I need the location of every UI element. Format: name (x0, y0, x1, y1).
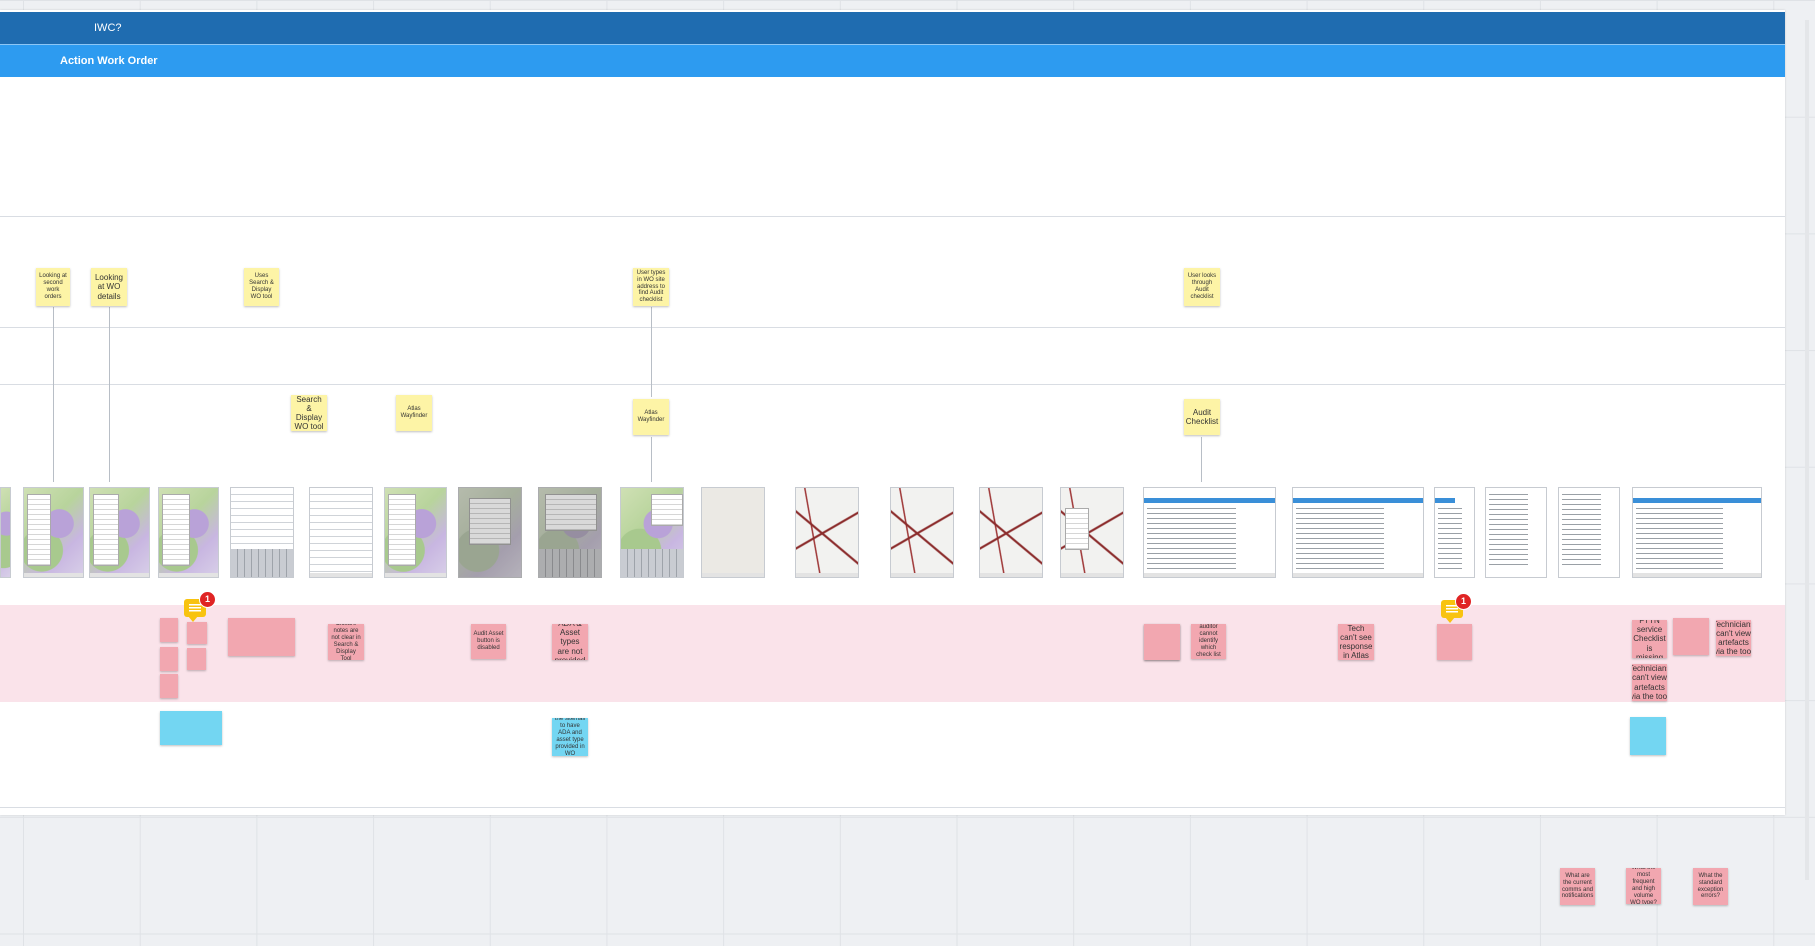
screenshot-thumbnail[interactable] (158, 487, 219, 578)
step-sticky[interactable]: Looking at WO details (91, 268, 127, 306)
connector-line (109, 307, 110, 482)
step-sticky[interactable]: User looks through Audit checklist (1184, 268, 1220, 306)
screenshot-thumbnail[interactable] (795, 487, 859, 578)
journey-map-board[interactable]: IWC? Action Work Order Looking at second… (0, 10, 1785, 815)
pain-point-sticky[interactable]: Tech can't see response in Atlas (1338, 624, 1374, 660)
screenshot-thumbnail[interactable] (384, 487, 447, 578)
screen-panel (1065, 508, 1089, 550)
pain-point-sticky[interactable] (228, 618, 295, 656)
pain-point-sticky[interactable] (160, 674, 178, 698)
screenshot-thumbnail[interactable] (89, 487, 150, 578)
screenshot-thumbnail[interactable] (1060, 487, 1124, 578)
screenshot-thumbnail[interactable] (1558, 487, 1620, 578)
comment-count-badge[interactable]: 1 (199, 591, 216, 608)
question-sticky[interactable]: What the standard exception errors? (1693, 868, 1728, 905)
connector-line (651, 307, 652, 397)
screenshot-thumbnail[interactable] (1632, 487, 1762, 578)
step-sticky[interactable]: Looking at second work orders (36, 268, 70, 306)
step-sticky[interactable]: Uses Search & Display WO tool (244, 268, 279, 306)
insight-sticky[interactable] (160, 711, 222, 745)
swimlane-title: IWC? (94, 22, 122, 34)
pain-point-sticky[interactable]: ADA & Asset types are not provided (552, 624, 588, 660)
tool-sticky[interactable]: Search & Display WO tool (291, 395, 327, 431)
pain-point-sticky[interactable] (160, 618, 178, 642)
row-divider (0, 216, 1785, 217)
screenshot-thumbnail[interactable] (1434, 487, 1475, 578)
tool-sticky[interactable]: Audit Checklist (1184, 399, 1220, 435)
row-divider (0, 807, 1785, 808)
vertical-scrollbar[interactable] (1805, 20, 1809, 880)
screen-dialog (469, 498, 511, 545)
screenshot-thumbnail[interactable] (309, 487, 373, 578)
screenshot-thumbnail[interactable] (1143, 487, 1276, 578)
pain-point-sticky[interactable]: Technicians can't view artefacts via the… (1716, 620, 1751, 656)
screenshot-thumbnail[interactable] (538, 487, 602, 578)
tool-sticky[interactable]: Atlas Wayfinder (633, 399, 669, 435)
screenshot-thumbnail[interactable] (1485, 487, 1547, 578)
screenshot-thumbnail[interactable] (230, 487, 294, 578)
screen-panel (162, 494, 190, 566)
pain-points-lane (0, 605, 1785, 702)
screen-panel (27, 494, 51, 566)
pain-point-sticky[interactable]: Technicians can't view artefacts via the… (1632, 664, 1667, 701)
pain-point-sticky[interactable] (160, 647, 178, 671)
connector-line (1201, 437, 1202, 482)
pain-point-sticky[interactable]: FTTN service Checklist is missing (1632, 620, 1667, 658)
screenshot-thumbnail[interactable] (1292, 487, 1424, 578)
pain-point-sticky[interactable] (1437, 624, 1472, 660)
pain-point-sticky[interactable]: Field auditor cannot identify which chec… (1191, 624, 1226, 659)
connector-line (53, 307, 54, 482)
question-sticky[interactable]: What the most frequent and high volume W… (1626, 868, 1661, 904)
pain-point-sticky[interactable] (1673, 618, 1709, 655)
row-divider (0, 327, 1785, 328)
section-header[interactable]: Action Work Order (0, 44, 1785, 77)
connector-line (651, 437, 652, 482)
screenshot-thumbnail[interactable] (458, 487, 522, 578)
screen-dialog (545, 494, 597, 531)
comment-count-badge[interactable]: 1 (1455, 593, 1472, 610)
screenshot-thumbnail[interactable] (0, 487, 11, 578)
screen-panel (388, 494, 416, 566)
screen-panel (651, 494, 683, 526)
question-sticky[interactable]: What are the current comms and notificat… (1560, 868, 1595, 905)
screenshot-thumbnail[interactable] (620, 487, 684, 578)
pain-point-sticky[interactable]: Audit Asset button is disabled (471, 624, 506, 659)
pain-point-sticky[interactable] (1144, 624, 1180, 660)
screen-panel (93, 494, 119, 566)
pain-point-sticky[interactable] (187, 648, 206, 670)
insight-sticky[interactable] (1630, 717, 1666, 755)
pain-point-sticky[interactable]: Closure notes are not clear in Search & … (328, 624, 364, 660)
section-title: Action Work Order (60, 55, 158, 67)
screenshot-thumbnail[interactable] (979, 487, 1043, 578)
screenshot-thumbnail[interactable] (23, 487, 84, 578)
screenshot-thumbnail[interactable] (701, 487, 765, 578)
insight-sticky[interactable]: Expected the site/hall to have ADA and a… (552, 718, 588, 756)
tool-sticky[interactable]: Atlas Wayfinder (396, 395, 432, 431)
pain-point-sticky[interactable] (187, 622, 207, 644)
screenshot-thumbnail[interactable] (890, 487, 954, 578)
step-sticky[interactable]: User types in WO site address to find Au… (633, 268, 669, 306)
swimlane-header[interactable]: IWC? (0, 12, 1785, 44)
row-divider (0, 384, 1785, 385)
